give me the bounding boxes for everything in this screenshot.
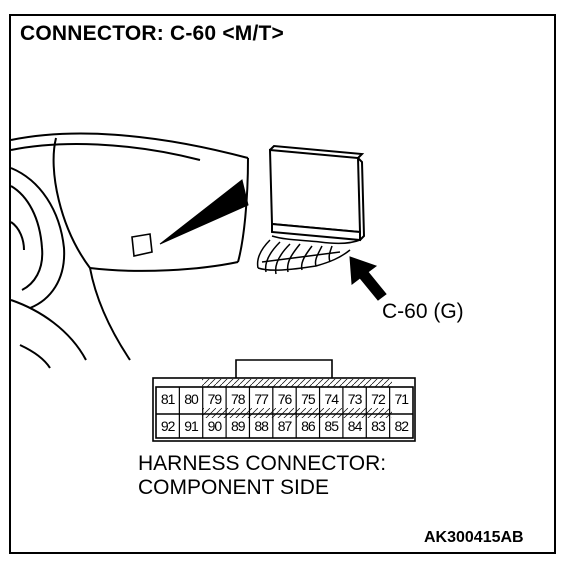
connector-pin: 71 bbox=[394, 391, 410, 407]
connector-pin: 78 bbox=[230, 391, 246, 407]
diagram-title: CONNECTOR: C-60 <M/T> bbox=[20, 22, 285, 45]
connector-pin: 83 bbox=[371, 418, 386, 434]
diagram-frame bbox=[9, 14, 556, 554]
control-module bbox=[268, 144, 366, 242]
connector-pin: 81 bbox=[160, 391, 176, 407]
connector-pin: 82 bbox=[394, 418, 410, 434]
connector-pin: 87 bbox=[277, 418, 293, 434]
connector-location-marker bbox=[131, 233, 153, 257]
callout-wedge bbox=[159, 179, 249, 245]
callout-arrow bbox=[349, 256, 387, 301]
connector-pin: 85 bbox=[324, 418, 339, 434]
connector-pin: 74 bbox=[324, 391, 339, 407]
connector-callout-label: C-60 (G) bbox=[382, 300, 464, 323]
wire-harness bbox=[256, 235, 361, 275]
connector-pin: 84 bbox=[347, 418, 363, 434]
connector-pin: 89 bbox=[230, 418, 246, 434]
figure-id: AK300415AB bbox=[424, 529, 524, 546]
harness-connector-face bbox=[152, 359, 416, 442]
connector-pin: 77 bbox=[254, 391, 269, 407]
connector-pin: 73 bbox=[347, 391, 363, 407]
connector-pin: 88 bbox=[254, 418, 269, 434]
connector-pin: 86 bbox=[301, 418, 316, 434]
connector-pin: 91 bbox=[184, 418, 199, 434]
connector-pin: 90 bbox=[207, 418, 223, 434]
connector-pin: 75 bbox=[301, 391, 316, 407]
connector-pin: 76 bbox=[277, 391, 293, 407]
caption-line-1: HARNESS CONNECTOR: bbox=[138, 452, 387, 475]
connector-pin: 80 bbox=[184, 391, 199, 407]
caption-line-2: COMPONENT SIDE bbox=[138, 476, 329, 499]
connector-pin: 92 bbox=[160, 418, 176, 434]
connector-caption: HARNESS CONNECTOR: COMPONENT SIDE bbox=[138, 452, 386, 500]
connector-pin: 72 bbox=[371, 391, 386, 407]
dashboard-illustration bbox=[10, 132, 249, 369]
connector-pin: 79 bbox=[207, 391, 223, 407]
